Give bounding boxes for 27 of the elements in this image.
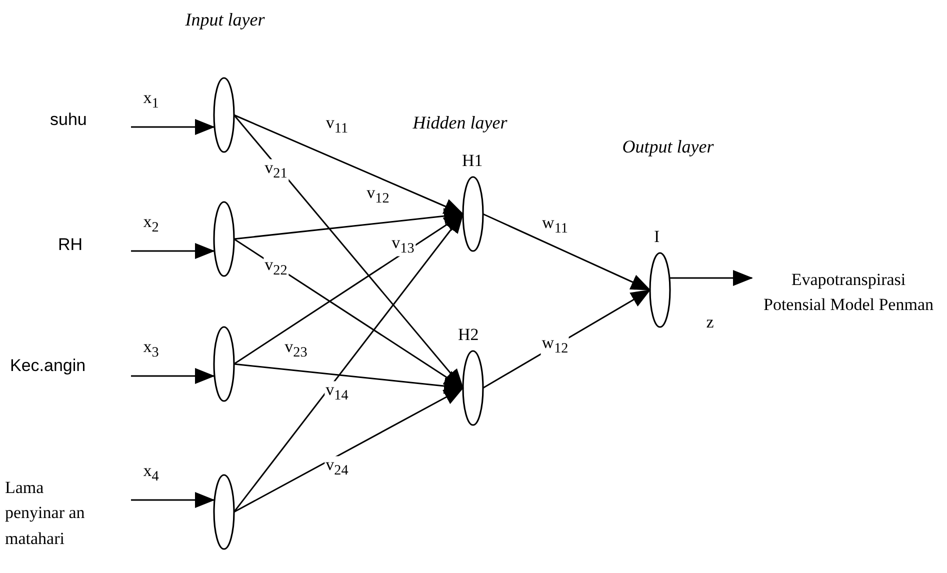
input-label: RH [58, 234, 84, 256]
output-label: Evapotranspirasi Potensial Model Penman [762, 268, 934, 316]
layer-title: Output layer [622, 136, 714, 158]
input-label: Kec.angin [10, 355, 87, 377]
arrow [131, 119, 215, 135]
arrow [234, 208, 464, 240]
arrow [234, 363, 464, 394]
arrow [234, 238, 464, 389]
arrow [233, 213, 464, 512]
layer-title: Hidden layer [412, 112, 508, 134]
input-label: suhu [50, 109, 88, 131]
node-label: H2 [458, 325, 479, 345]
node-label: I [654, 227, 660, 247]
edge-label: v$_{22}$ [264, 256, 288, 278]
input-label: Lama penyinar an matahari [5, 476, 85, 550]
arrow [234, 387, 464, 513]
layer-title: Input layer [185, 10, 265, 30]
arrow [234, 114, 464, 215]
node-label: H1 [462, 151, 483, 171]
arrow [131, 368, 215, 384]
arrow [482, 213, 651, 291]
edge-label: w$_{12}$ [540, 334, 570, 356]
edge-label: v$_{21}$ [264, 159, 288, 181]
arrow [131, 243, 215, 259]
arrow [670, 270, 753, 286]
arrow [234, 213, 464, 365]
arrow [131, 492, 215, 508]
